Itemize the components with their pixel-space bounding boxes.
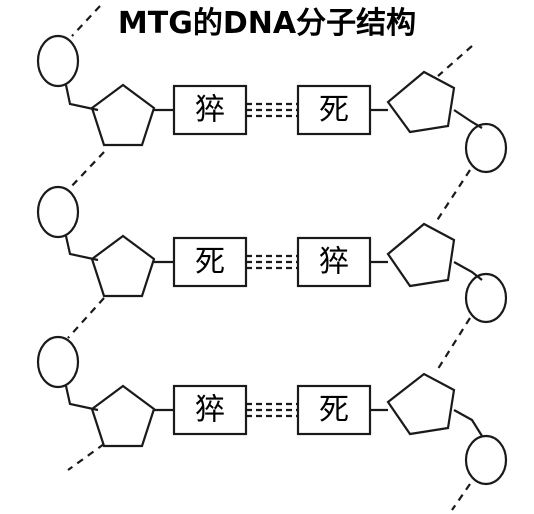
- left-backbone-dash: [67, 297, 105, 339]
- right-backbone-dash: [451, 483, 471, 511]
- phosphate-circle: [36, 335, 80, 389]
- phosphate-sugar-bond: [64, 385, 99, 412]
- right-backbone-dash: [435, 317, 471, 373]
- deoxyribose-pentagon: [386, 70, 456, 134]
- right-backbone-dash: [437, 45, 473, 77]
- deoxyribose-pentagon: [386, 372, 456, 436]
- left-base-label: 死: [195, 245, 225, 280]
- right-backbone-dash: [435, 169, 471, 223]
- left-backbone-dash: [71, 5, 101, 37]
- phosphate-sugar-bond: [453, 409, 483, 437]
- left-base-label: 猝: [195, 393, 225, 428]
- phosphate-circle: [464, 434, 508, 486]
- deoxyribose-pentagon: [386, 222, 456, 288]
- phosphate-circle: [464, 122, 508, 174]
- deoxyribose-pentagon: [90, 384, 156, 448]
- phosphate-circle: [464, 272, 508, 324]
- phosphate-sugar-bond: [64, 84, 99, 112]
- deoxyribose-pentagon: [90, 234, 156, 298]
- left-backbone-dash: [67, 443, 105, 471]
- phosphate-sugar-bond: [453, 261, 483, 281]
- phosphate-circle: [36, 185, 80, 239]
- phosphate-circle: [36, 34, 80, 88]
- left-base-label: 猝: [195, 93, 225, 128]
- phosphate-sugar-bond: [64, 235, 99, 262]
- deoxyribose-pentagon: [90, 83, 156, 147]
- left-backbone-dash: [67, 151, 105, 191]
- right-base-label: 死: [319, 93, 349, 128]
- right-base-label: 死: [319, 393, 349, 428]
- right-base-label: 猝: [319, 245, 349, 280]
- diagram-title: MTG的DNA分子结构: [117, 6, 417, 41]
